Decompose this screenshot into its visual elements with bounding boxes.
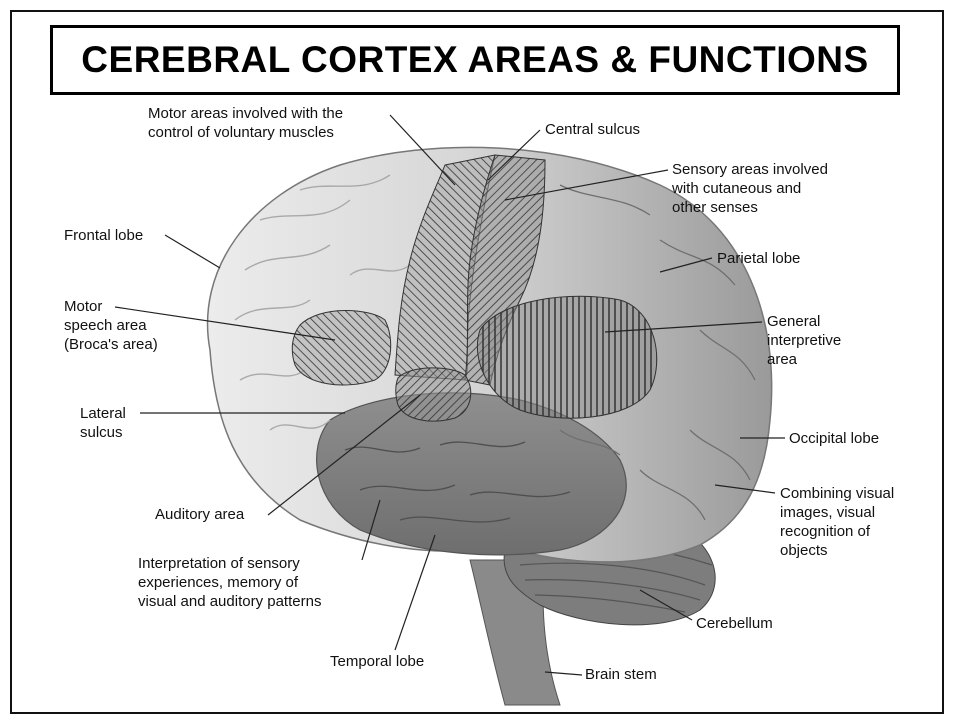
label-frontal-lobe: Frontal lobe: [64, 226, 143, 245]
label-line: Frontal lobe: [64, 226, 143, 245]
label-line: experiences, memory of: [138, 573, 321, 592]
label-brain-stem: Brain stem: [585, 665, 657, 684]
label-cerebellum: Cerebellum: [696, 614, 773, 633]
label-line: (Broca's area): [64, 335, 158, 354]
label-line: objects: [780, 541, 894, 560]
broca-area-region: [292, 310, 390, 385]
label-line: Sensory areas involved: [672, 160, 828, 179]
label-line: Temporal lobe: [330, 652, 424, 671]
label-line: with cutaneous and: [672, 179, 828, 198]
label-line: control of voluntary muscles: [148, 123, 343, 142]
label-line: General: [767, 312, 841, 331]
label-line: speech area: [64, 316, 158, 335]
label-lateral-sulcus: Lateral sulcus: [80, 404, 126, 442]
label-sensory-areas: Sensory areas involved with cutaneous an…: [672, 160, 828, 217]
label-line: Parietal lobe: [717, 249, 800, 268]
label-combining-visual: Combining visual images, visual recognit…: [780, 484, 894, 560]
label-line: Combining visual: [780, 484, 894, 503]
label-line: Occipital lobe: [789, 429, 879, 448]
label-line: Brain stem: [585, 665, 657, 684]
label-line: images, visual: [780, 503, 894, 522]
label-motor-speech-area: Motor speech area (Broca's area): [64, 297, 158, 354]
label-line: Lateral: [80, 404, 126, 423]
label-line: other senses: [672, 198, 828, 217]
label-line: area: [767, 350, 841, 369]
label-line: Cerebellum: [696, 614, 773, 633]
label-general-interpretive: General interpretive area: [767, 312, 841, 369]
label-line: recognition of: [780, 522, 894, 541]
label-temporal-lobe: Temporal lobe: [330, 652, 424, 671]
label-motor-areas: Motor areas involved with the control of…: [148, 104, 343, 142]
label-auditory-area: Auditory area: [155, 505, 244, 524]
label-line: visual and auditory patterns: [138, 592, 321, 611]
label-line: Auditory area: [155, 505, 244, 524]
label-line: Motor: [64, 297, 158, 316]
label-central-sulcus: Central sulcus: [545, 120, 640, 139]
general-interpretive-region: [477, 296, 656, 418]
label-line: interpretive: [767, 331, 841, 350]
label-line: sulcus: [80, 423, 126, 442]
label-line: Interpretation of sensory: [138, 554, 321, 573]
label-interpretation-sensory: Interpretation of sensory experiences, m…: [138, 554, 321, 611]
label-line: Central sulcus: [545, 120, 640, 139]
auditory-area-region: [396, 368, 471, 421]
label-parietal-lobe: Parietal lobe: [717, 249, 800, 268]
label-occipital-lobe: Occipital lobe: [789, 429, 879, 448]
label-line: Motor areas involved with the: [148, 104, 343, 123]
